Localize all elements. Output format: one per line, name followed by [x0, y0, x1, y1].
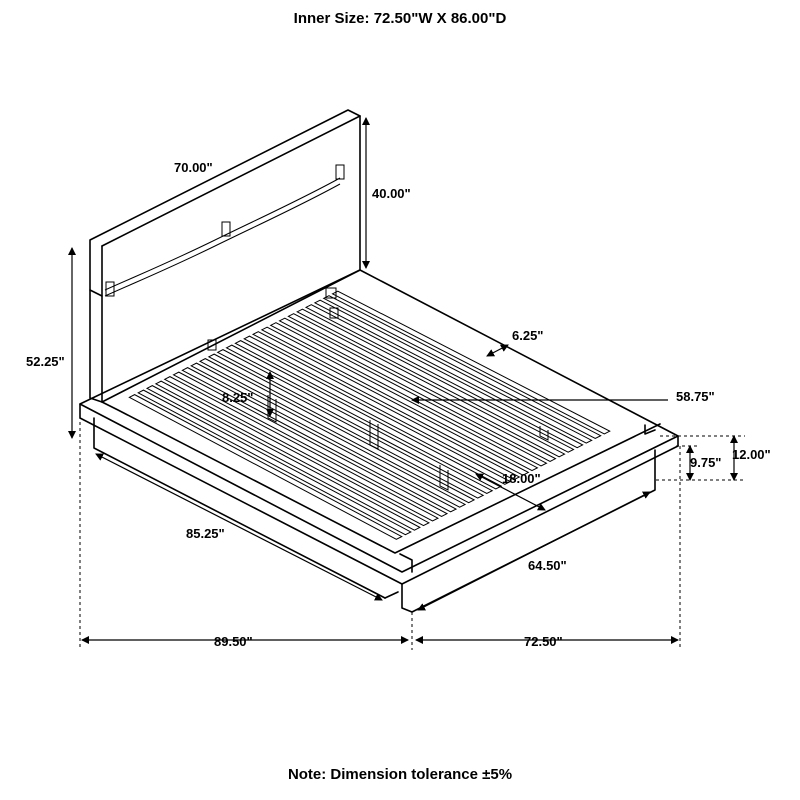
dimension-lines	[68, 117, 745, 650]
slat	[287, 313, 566, 458]
slat	[322, 295, 602, 440]
slat	[137, 389, 412, 536]
slat	[269, 322, 548, 467]
slat	[207, 353, 485, 499]
slat	[145, 385, 421, 531]
platform-height-label: 12.00"	[732, 447, 771, 462]
tolerance-note: Note: Dimension tolerance ±5%	[287, 766, 513, 783]
slat	[331, 290, 611, 435]
slat	[251, 331, 530, 476]
slat	[260, 326, 539, 472]
slat	[278, 317, 557, 462]
slat	[243, 335, 521, 481]
side-length-label: 85.25"	[186, 526, 225, 541]
inner-size-title: Inner Size: 72.50"W X 86.00"D	[293, 10, 507, 27]
slat	[234, 340, 512, 485]
headboard-width-label: 70.00"	[174, 160, 213, 175]
rail-height-label: 9.75"	[690, 455, 721, 470]
headboard-height-label: 40.00"	[372, 186, 411, 201]
slat	[296, 308, 575, 453]
slat	[154, 380, 430, 527]
overall-width-label: 72.50"	[524, 634, 563, 649]
side-rail-width-label: 6.25"	[512, 328, 543, 343]
slat	[216, 349, 494, 495]
slat	[304, 304, 584, 449]
under-clearance-label: 8.25"	[222, 390, 253, 405]
overall-height-label: 52.25"	[26, 354, 65, 369]
inner-length-label: 58.75"	[676, 389, 715, 404]
slat	[128, 394, 403, 540]
slat	[190, 362, 467, 508]
slat	[172, 371, 449, 517]
slat	[198, 358, 476, 504]
foot-width-label: 64.50"	[528, 558, 567, 573]
slat-depth-label: 18.00"	[502, 471, 541, 486]
headboard	[89, 109, 361, 403]
slat	[163, 376, 440, 522]
overall-length-label: 89.50"	[214, 634, 253, 649]
slat	[313, 299, 593, 444]
